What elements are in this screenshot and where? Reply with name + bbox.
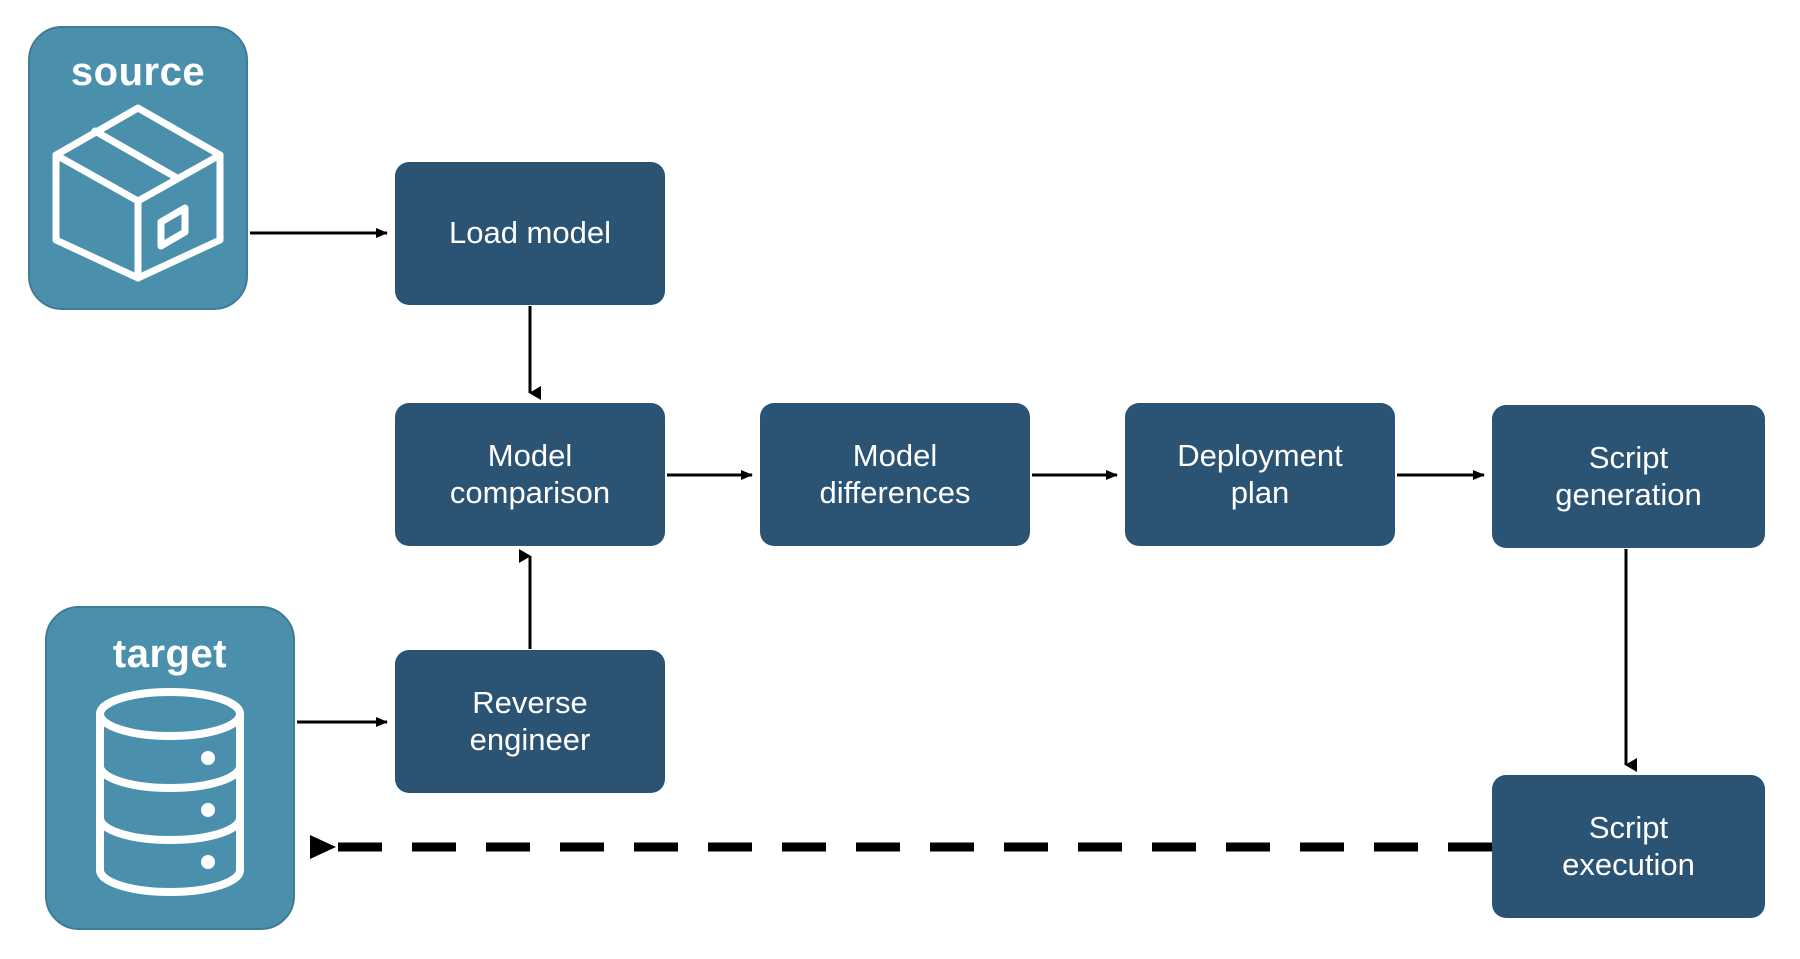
process-box-script-generation-label: Script generation [1555, 439, 1702, 512]
process-box-reverse-engineer-label: Reverse engineer [469, 684, 591, 757]
package-box-icon [45, 100, 231, 291]
endpoint-source[interactable]: source [28, 26, 248, 310]
process-box-model-comparison-label: Model comparison [449, 437, 611, 510]
process-box-load-model-label: Load model [448, 215, 611, 251]
database-cylinder-icon [86, 686, 254, 903]
process-box-deployment-plan-label: Deployment plan [1177, 437, 1343, 510]
endpoint-target-label: target [112, 632, 228, 676]
process-box-load-model[interactable]: Load model [395, 162, 665, 305]
process-box-model-differences[interactable]: Model differences [760, 403, 1030, 546]
process-box-model-differences-label: Model differences [819, 437, 971, 510]
endpoint-target[interactable]: target [45, 606, 295, 930]
process-box-script-execution[interactable]: Script execution [1492, 775, 1765, 918]
process-box-script-generation[interactable]: Script generation [1492, 405, 1765, 548]
process-box-deployment-plan[interactable]: Deployment plan [1125, 403, 1395, 546]
endpoint-source-label: source [70, 50, 206, 94]
process-box-model-comparison[interactable]: Model comparison [395, 403, 665, 546]
process-box-script-execution-label: Script execution [1562, 809, 1695, 882]
process-box-reverse-engineer[interactable]: Reverse engineer [395, 650, 665, 793]
